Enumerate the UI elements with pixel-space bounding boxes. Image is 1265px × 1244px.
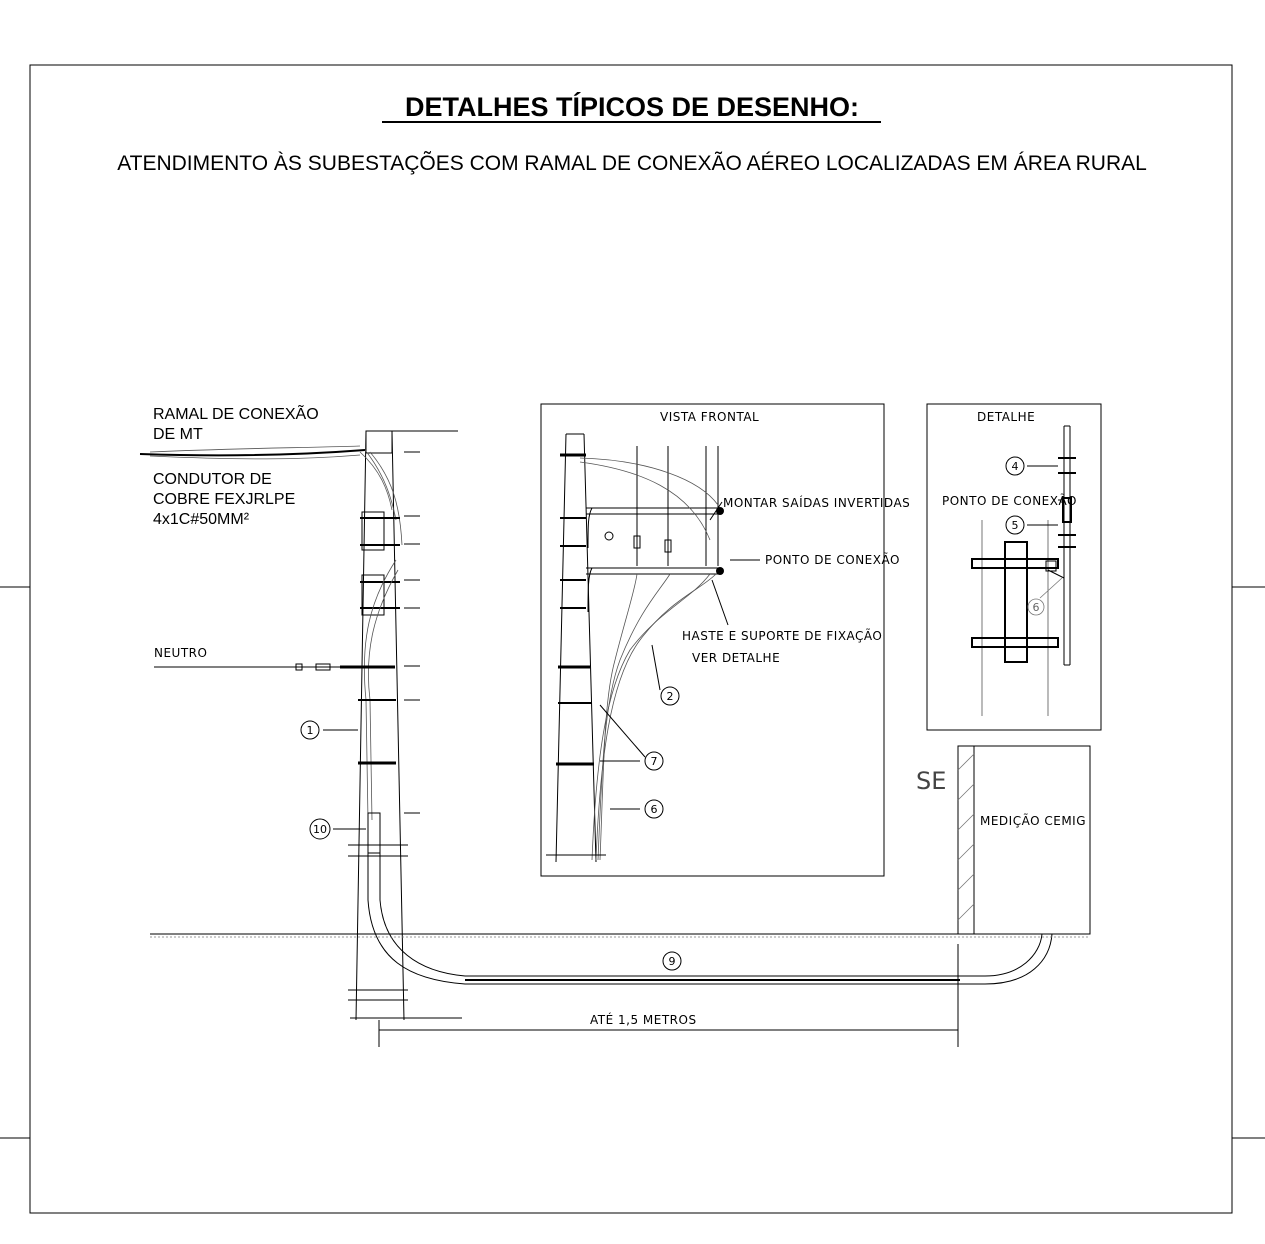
bracket-upper (361, 511, 385, 551)
descending-cable-1 (363, 559, 397, 821)
condutor-label-line2: COBRE FEXJRLPE (153, 491, 295, 508)
vf-montar-label: MONTAR SAÍDAS INVERTIDAS (723, 495, 910, 510)
vf-haste-label-line2: VER DETALHE (692, 651, 780, 665)
marker-10 (309, 818, 331, 840)
drop-wires (359, 449, 403, 546)
descending-cable-2 (367, 569, 399, 821)
substation-box (957, 745, 1091, 935)
neutro-label: NEUTRO (154, 646, 207, 660)
marker-9-text: 9 (669, 955, 676, 968)
main-pole-drawing (139, 430, 1090, 1047)
marker-5-text: 5 (1012, 519, 1019, 532)
vf-haste-label-line1: HASTE E SUPORTE DE FIXAÇÃO (682, 628, 882, 643)
dimension-label: ATÉ 1,5 METROS (590, 1012, 697, 1027)
marker-6-vf-text: 6 (651, 803, 658, 816)
level-ticks (404, 451, 420, 814)
marker-1-text: 1 (307, 724, 314, 737)
vf-cable-top-2 (579, 461, 711, 541)
neutral-clamp (315, 663, 331, 671)
conduit-riser (367, 812, 381, 854)
substation-outline (957, 745, 1091, 935)
det-clamp-lower (971, 637, 1059, 648)
vf-haste-leader (711, 579, 729, 626)
vf-crossarm-lower-end (716, 567, 724, 575)
condutor-label-line3: 4x1C#50MM² (153, 511, 250, 528)
detalhe-title: DETALHE (977, 410, 1035, 424)
medicao-label: MEDIÇÃO CEMIG (980, 813, 1086, 828)
marker-6-vf (644, 799, 664, 819)
vf-cable-4 (599, 573, 638, 861)
vf-crossarm-upper-end (716, 507, 724, 515)
marker-4 (1005, 456, 1025, 476)
marker-6-det-text: 6 (1033, 601, 1040, 614)
vf-cable-1 (595, 573, 717, 861)
vf-crossarm-lower (586, 567, 720, 613)
vf-clamp-bolt (604, 531, 614, 541)
marker-7-text: 7 (651, 755, 658, 768)
sheet-border (29, 64, 1233, 1214)
marker-6-det-leader (1039, 577, 1063, 599)
vf-pole (555, 433, 597, 863)
det-strap (1004, 541, 1028, 663)
page-title: DETALHES TÍPICOS DE DESENHO: (405, 91, 859, 122)
duct-inner (379, 853, 960, 977)
det-pole (981, 520, 1049, 716)
wall-hatch (957, 753, 975, 921)
det-clamp-upper (971, 558, 1059, 569)
pole-top-cap (365, 430, 393, 454)
vista-frontal-frame (540, 403, 885, 877)
condutor-label-line1: CONDUTOR DE (153, 471, 272, 488)
marker-2-leader (651, 644, 661, 691)
marker-2-text: 2 (667, 690, 674, 703)
marker-4-text: 4 (1012, 460, 1019, 473)
neutral-insulator (295, 663, 303, 671)
page-subtitle: ATENDIMENTO ÀS SUBESTAÇÕES COM RAMAL DE … (117, 151, 1147, 175)
vista-frontal-panel (540, 403, 885, 877)
vf-montar-leader (709, 501, 723, 521)
marker-6-det (1027, 598, 1045, 616)
marker-9 (662, 951, 682, 971)
detalhe-panel (926, 403, 1102, 731)
marker-7-leader-a (599, 704, 646, 758)
det-bracket-arm (1047, 569, 1065, 579)
main-pole (355, 430, 405, 1021)
vf-crossarm-upper (586, 507, 720, 549)
vf-cable-top-1 (579, 457, 719, 506)
duct-rise-se (960, 933, 1053, 985)
se-label: SE (916, 767, 946, 795)
marker-10-text: 10 (313, 823, 327, 836)
duct-outer (367, 853, 960, 985)
ramal-label-line1: RAMAL DE CONEXÃO (153, 403, 319, 423)
ramal-label-line2: DE MT (153, 426, 203, 443)
vf-cable-3 (597, 573, 671, 861)
detalhe-frame (926, 403, 1102, 731)
marker-7 (644, 751, 664, 771)
substation-wall (957, 745, 975, 935)
vf-insulator-1 (633, 535, 641, 549)
marker-5 (1005, 515, 1025, 535)
det-bolt-1 (1045, 560, 1057, 572)
det-rod-nuts (1058, 457, 1076, 548)
marker-2 (660, 686, 680, 706)
vf-ponto-label: PONTO DE CONEXÃO (765, 552, 900, 567)
det-connector (1062, 497, 1072, 523)
det-ponto-label: PONTO DE CONEXÃO (942, 493, 1077, 508)
ramal-cable (139, 449, 366, 457)
ramal-cable-strands (149, 445, 361, 460)
vf-cable-2 (591, 573, 711, 861)
vf-insulator-2 (664, 539, 672, 553)
marker-1 (300, 720, 320, 740)
vista-frontal-title: VISTA FRONTAL (660, 410, 759, 424)
bracket-lower (361, 574, 385, 616)
